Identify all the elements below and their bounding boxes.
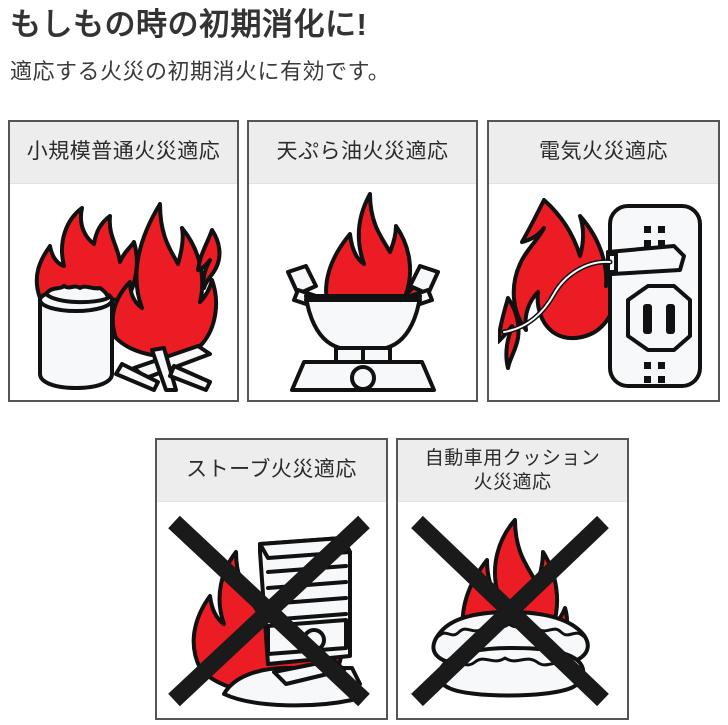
burning-kerosene-heater-crossed-out-icon bbox=[168, 515, 370, 707]
burning-trashcan-and-campfire-icon bbox=[34, 201, 222, 392]
burning-electrical-outlet-icon bbox=[497, 197, 702, 388]
card-cushion-fire-illustration bbox=[398, 502, 627, 718]
card-cushion-fire: 自動車用クッション 火災適応 bbox=[396, 438, 629, 720]
card-oil-fire-header: 天ぷら油火災適応 bbox=[249, 122, 476, 184]
card-cushion-fire-header: 自動車用クッション 火災適応 bbox=[398, 440, 627, 502]
card-electric-fire: 電気火災適応 bbox=[487, 120, 720, 402]
card-cushion-fire-label: 自動車用クッション 火災適応 bbox=[425, 447, 601, 495]
card-ordinary-fire-header: 小規模普通火災適応 bbox=[10, 122, 237, 184]
card-stove-fire-illustration bbox=[157, 502, 386, 718]
page-title: もしもの時の初期消化に! bbox=[10, 7, 368, 42]
card-electric-fire-illustration bbox=[489, 184, 718, 400]
card-oil-fire-label: 天ぷら油火災適応 bbox=[276, 140, 449, 164]
card-electric-fire-header: 電気火災適応 bbox=[489, 122, 718, 184]
burning-car-cushion-crossed-out-icon bbox=[411, 515, 609, 706]
card-oil-fire: 天ぷら油火災適応 bbox=[247, 120, 478, 402]
card-ordinary-fire: 小規模普通火災適応 bbox=[8, 120, 239, 402]
card-cushion-fire-label-line2: 火災適応 bbox=[473, 471, 552, 493]
card-cushion-fire-label-line1: 自動車用クッション bbox=[424, 447, 601, 469]
card-oil-fire-illustration bbox=[249, 184, 476, 400]
card-electric-fire-label: 電気火災適応 bbox=[539, 140, 668, 164]
burning-tempura-pot-on-stove-icon bbox=[285, 191, 440, 392]
card-ordinary-fire-label: 小規模普通火災適応 bbox=[26, 140, 221, 164]
cross-out-mark-icon bbox=[168, 515, 370, 706]
cross-out-mark-icon bbox=[411, 515, 609, 706]
card-ordinary-fire-illustration bbox=[10, 184, 237, 400]
card-stove-fire-header: ストーブ火災適応 bbox=[157, 440, 386, 502]
page-subtitle: 適応する火災の初期消火に有効です。 bbox=[10, 59, 391, 84]
card-stove-fire: ストーブ火災適応 bbox=[155, 438, 388, 720]
card-stove-fire-label: ストーブ火災適応 bbox=[186, 458, 357, 482]
